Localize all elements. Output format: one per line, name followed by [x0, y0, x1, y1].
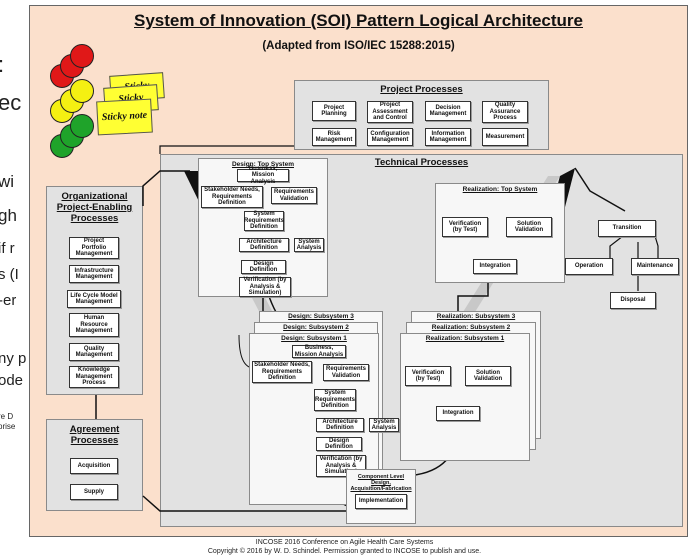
process-box: Design Definition — [241, 260, 286, 274]
bg-fragment: re D — [0, 412, 14, 421]
process-box: Project Portfolio Management — [69, 237, 119, 259]
organizational-panel: Organizational Project-Enabling Processe… — [46, 186, 143, 395]
realization-subsystem-3-title: Realization: Subsystem 3 — [436, 313, 516, 320]
yellow-light — [70, 79, 94, 103]
agreement-title: Agreement Processes — [69, 424, 120, 446]
operation-box: Operation — [565, 258, 613, 275]
process-box: Architecture Definition — [239, 238, 289, 252]
architecture-slide: System of Innovation (SOI) Pattern Logic… — [29, 5, 688, 537]
realization-top-panel: Realization: Top System Verification (by… — [435, 183, 565, 283]
process-box: Acquisition — [70, 458, 118, 474]
process-box: Risk Management — [312, 128, 356, 146]
process-box: System Requirements Definition — [314, 389, 356, 411]
process-box: Architecture Definition — [316, 418, 364, 432]
process-box: Supply — [70, 484, 118, 500]
process-box: Knowledge Management Process — [69, 366, 119, 388]
design-top-title: Design: Top System — [231, 161, 294, 168]
process-box: Quality Assurance Process — [482, 101, 528, 123]
process-box: Information Management — [425, 128, 471, 146]
realization-top-title: Realization: Top System — [462, 186, 538, 193]
green-light — [70, 114, 94, 138]
technical-processes-title: Technical Processes — [374, 157, 469, 168]
process-box: Decision Management — [425, 101, 471, 121]
footer-line-1: INCOSE 2016 Conference on Agile Health C… — [255, 539, 434, 546]
realization-subsystem-1-panel: Realization: Subsystem 1 Verification (b… — [400, 333, 530, 461]
process-box: Stakeholder Needs, Requirements Definiti… — [201, 186, 263, 208]
bg-fragment: ny p — [0, 350, 27, 367]
process-box: Measurement — [482, 128, 528, 146]
process-box: Integration — [473, 259, 517, 274]
maintenance-box: Maintenance — [631, 258, 679, 275]
process-box: Configuration Management — [367, 128, 413, 146]
process-box: Solution Validation — [465, 366, 511, 386]
process-box: Verification (by Analysis & Simulation) — [239, 277, 291, 297]
project-processes-panel: Project Processes Project Planning Proje… — [294, 80, 549, 150]
process-box: Infrastructure Management — [69, 265, 119, 283]
bg-fragment: if r — [0, 240, 15, 257]
process-box: Requirements Validation — [271, 187, 317, 204]
transition-box: Transition — [598, 220, 656, 237]
component-level-panel: Component Level Design, Acquisition/Fabr… — [346, 469, 416, 524]
bg-fragment: wi — [0, 172, 15, 191]
process-box: Life Cycle Model Management — [67, 290, 121, 308]
process-box: Verification (by Test) — [442, 217, 488, 237]
component-level-title: Component Level Design, Acquisition/Fabr… — [350, 474, 412, 492]
process-box: System Requirements Definition — [244, 211, 285, 231]
project-processes-title: Project Processes — [380, 84, 463, 95]
process-box: System Analysis — [294, 238, 324, 252]
red-light — [70, 44, 94, 68]
process-box: Business, Mission Analysis — [237, 166, 289, 185]
process-box: Design Definition — [316, 437, 362, 451]
design-subsystem-2-title: Design: Subsystem 2 — [283, 324, 349, 331]
process-box: Integration — [436, 406, 480, 421]
process-box: Requirements Validation — [323, 364, 369, 381]
process-box: System Analysis — [369, 418, 399, 432]
realization-subsystem-2-title: Realization: Subsystem 2 — [431, 324, 511, 331]
slide-subtitle: (Adapted from ISO/IEC 15288:2015) — [262, 40, 455, 52]
bg-fragment: -er — [0, 292, 17, 309]
process-box: Quality Management — [69, 343, 119, 361]
bg-fragment: : — [0, 52, 4, 78]
design-top-panel: Design: Top System Business, Mission Ana… — [198, 158, 328, 297]
footer-line-2: Copyright © 2016 by W. D. Schindel. Perm… — [207, 548, 482, 555]
process-box: Project Assessment and Control — [367, 101, 413, 123]
process-box: Human Resource Management — [69, 313, 119, 337]
disposal-box: Disposal — [610, 292, 656, 309]
design-subsystem-1-panel: Design: Subsystem 1 Business, Mission An… — [249, 333, 399, 505]
process-box: Verification (by Test) — [405, 366, 451, 386]
realization-subsystem-1-title: Realization: Subsystem 1 — [425, 335, 505, 342]
organizational-title: Organizational Project-Enabling Processe… — [56, 191, 133, 224]
design-subsystem-3-title: Design: Subsystem 3 — [288, 313, 354, 320]
process-box: Business, Mission Analysis — [292, 345, 346, 358]
bg-fragment: ode — [0, 372, 24, 389]
bg-fragment: prise — [0, 422, 16, 431]
bg-fragment: ec — [0, 90, 22, 115]
process-box: Project Planning — [312, 101, 356, 121]
implementation-box: Implementation — [355, 494, 407, 509]
slide-title: System of Innovation (SOI) Pattern Logic… — [134, 11, 583, 30]
process-box: Solution Validation — [506, 217, 552, 237]
process-box: Stakeholder Needs, Requirements Definiti… — [252, 361, 312, 383]
bg-fragment: gh — [0, 206, 17, 225]
design-subsystem-1-title: Design: Subsystem 1 — [281, 335, 347, 342]
bg-fragment: s (I — [0, 266, 19, 283]
agreement-panel: Agreement Processes Acquisition Supply — [46, 419, 143, 511]
